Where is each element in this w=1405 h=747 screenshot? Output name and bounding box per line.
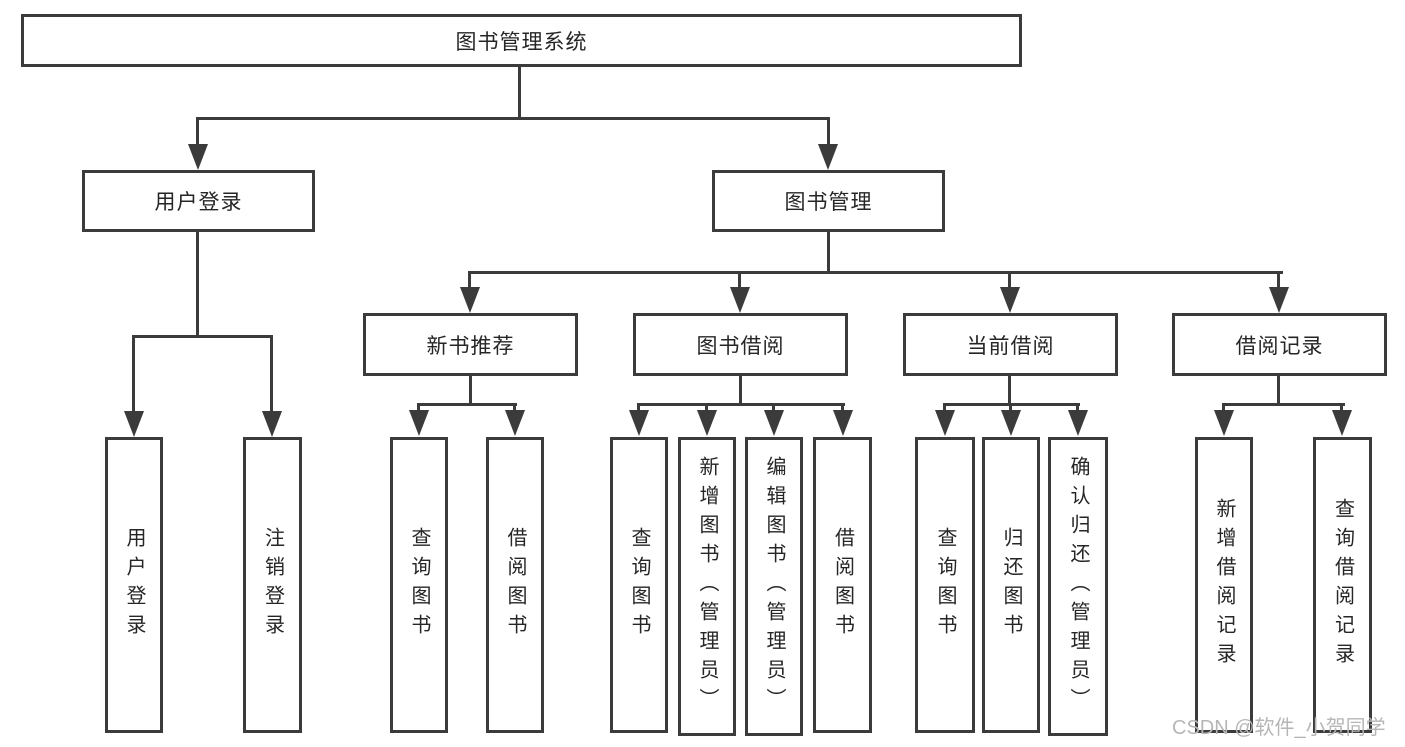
connector-line	[196, 117, 199, 148]
connector-line	[705, 403, 708, 414]
connector-line	[417, 403, 420, 414]
node-borrowing-records: 借阅记录	[1172, 313, 1387, 376]
leaf-query-borrow-record: 查询借阅记录	[1313, 437, 1372, 733]
connector-line	[637, 403, 640, 414]
arrow-down-icon	[629, 410, 649, 436]
connector-line	[196, 230, 199, 337]
connector-line	[827, 117, 830, 148]
arrow-down-icon	[833, 410, 853, 436]
connector-line	[468, 271, 471, 291]
leaf-query-books-borrow: 查询图书	[610, 437, 668, 733]
leaf-borrow-books: 借阅图书	[813, 437, 872, 733]
arrow-down-icon	[764, 410, 784, 436]
connector-line	[132, 335, 135, 415]
connector-line	[841, 403, 844, 414]
connector-line	[132, 335, 273, 338]
connector-line	[469, 374, 472, 406]
arrow-down-icon	[1000, 287, 1020, 313]
leaf-return-books: 归还图书	[982, 437, 1040, 733]
arrow-down-icon	[818, 144, 838, 170]
leaf-confirm-return-admin: 确认归还（管理员）	[1048, 437, 1108, 736]
leaf-edit-books-admin: 编辑图书（管理员）	[745, 437, 803, 736]
node-library-management-system: 图书管理系统	[21, 14, 1022, 67]
leaf-borrow-books-recommend: 借阅图书	[486, 437, 544, 733]
arrow-down-icon	[262, 411, 282, 437]
arrow-down-icon	[460, 287, 480, 313]
leaf-query-books-current: 查询图书	[915, 437, 975, 733]
leaf-add-books-admin: 新增图书（管理员）	[678, 437, 736, 736]
arrow-down-icon	[505, 410, 525, 436]
arrow-down-icon	[188, 144, 208, 170]
arrow-down-icon	[1001, 410, 1021, 436]
connector-line	[739, 374, 742, 406]
node-user-login: 用户登录	[82, 170, 315, 232]
node-current-borrowing: 当前借阅	[903, 313, 1118, 376]
node-book-borrowing: 图书借阅	[633, 313, 848, 376]
connector-line	[1008, 374, 1011, 406]
connector-line	[1222, 403, 1225, 414]
connector-line	[1277, 374, 1280, 406]
connector-line	[738, 271, 741, 291]
connector-line	[1008, 271, 1011, 291]
arrow-down-icon	[124, 411, 144, 437]
arrow-down-icon	[1269, 287, 1289, 313]
connector-line	[196, 117, 830, 120]
connector-line	[518, 66, 521, 120]
leaf-logout: 注销登录	[243, 437, 302, 733]
connector-line	[1277, 271, 1280, 291]
arrow-down-icon	[1068, 410, 1088, 436]
connector-line	[270, 335, 273, 415]
connector-line	[943, 403, 946, 414]
connector-line	[827, 230, 830, 274]
arrow-down-icon	[1214, 410, 1234, 436]
connector-line	[1009, 403, 1012, 414]
connector-line	[468, 271, 1283, 274]
connector-line	[1222, 403, 1345, 406]
arrow-down-icon	[730, 287, 750, 313]
connector-line	[772, 403, 775, 414]
arrow-down-icon	[935, 410, 955, 436]
arrow-down-icon	[409, 410, 429, 436]
csdn-watermark: CSDN @软件_小贺同学	[1172, 717, 1386, 739]
node-new-book-recommendation: 新书推荐	[363, 313, 578, 376]
arrow-down-icon	[697, 410, 717, 436]
node-book-management: 图书管理	[712, 170, 945, 232]
leaf-add-borrow-record: 新增借阅记录	[1195, 437, 1253, 733]
connector-line	[637, 403, 845, 406]
connector-line	[1076, 403, 1079, 414]
connector-line	[417, 403, 517, 406]
arrow-down-icon	[1332, 410, 1352, 436]
connector-line	[513, 403, 516, 414]
leaf-user-login: 用户登录	[105, 437, 163, 733]
leaf-query-books-recommend: 查询图书	[390, 437, 448, 733]
connector-line	[1340, 403, 1343, 414]
